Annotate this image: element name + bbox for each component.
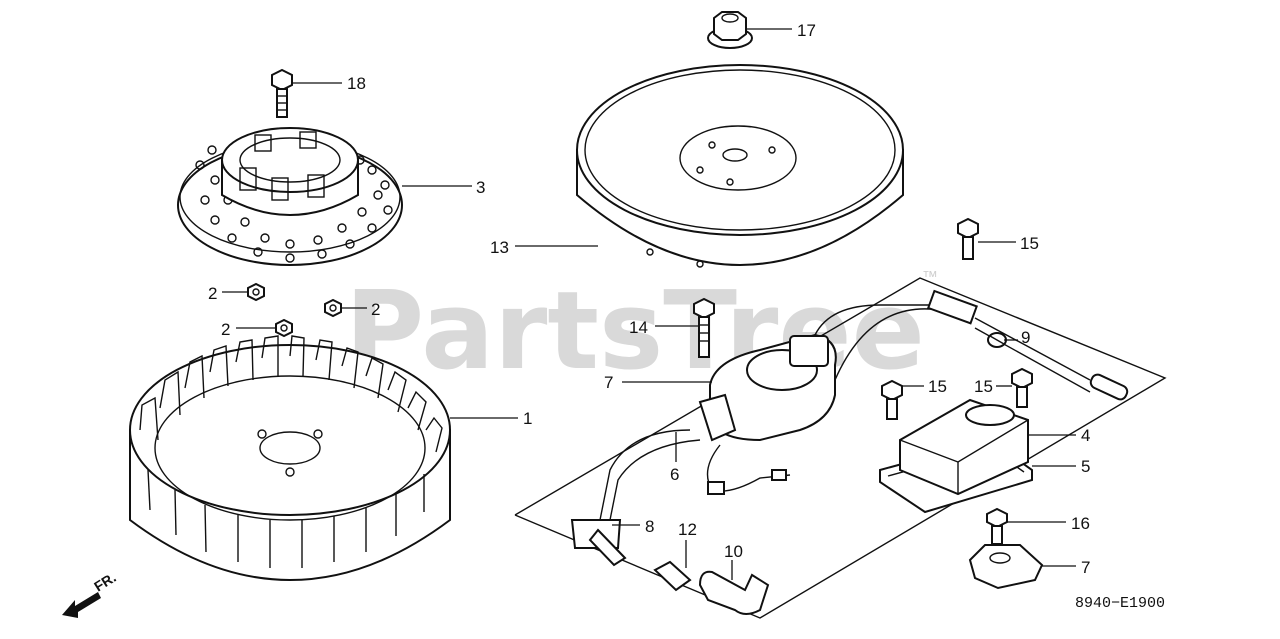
front-indicator-label: FR. bbox=[91, 569, 119, 595]
callout-2b[interactable]: 2 bbox=[371, 300, 380, 319]
callout-labels: 18 3 2 2 2 1 17 13 15 14 9 7 15 15 4 5 6… bbox=[208, 21, 1090, 577]
nut-2a[interactable] bbox=[247, 282, 265, 302]
bolt-18[interactable] bbox=[271, 68, 293, 118]
bolt-14[interactable] bbox=[693, 297, 715, 358]
front-arrow-icon: FR. bbox=[62, 569, 119, 618]
plug-boot-11[interactable] bbox=[698, 570, 770, 615]
starter-pulley-3[interactable] bbox=[177, 127, 403, 266]
nut-2c[interactable] bbox=[275, 318, 293, 338]
callout-8[interactable]: 7 bbox=[604, 373, 613, 392]
bolt-15b[interactable] bbox=[881, 379, 903, 420]
callout-10[interactable]: 9 bbox=[1021, 328, 1030, 347]
watermark-trademark: ™ bbox=[922, 269, 938, 286]
callout-9[interactable]: 8 bbox=[645, 517, 654, 536]
cover-4[interactable] bbox=[899, 398, 1029, 496]
callout-1[interactable]: 1 bbox=[523, 409, 532, 428]
callout-17[interactable]: 17 bbox=[797, 21, 816, 40]
callout-11[interactable]: 10 bbox=[724, 542, 743, 561]
callout-6[interactable]: 6 bbox=[670, 465, 679, 484]
switch-7[interactable] bbox=[968, 544, 1044, 590]
callout-4[interactable]: 4 bbox=[1081, 426, 1090, 445]
flywheel-13[interactable] bbox=[576, 64, 904, 268]
callout-15a[interactable]: 15 bbox=[1020, 234, 1039, 253]
callout-16[interactable]: 16 bbox=[1071, 514, 1090, 533]
plug-cap-9[interactable] bbox=[570, 519, 627, 567]
callout-13[interactable]: 13 bbox=[490, 238, 509, 257]
callout-12[interactable]: 12 bbox=[678, 520, 697, 539]
callout-14[interactable]: 14 bbox=[629, 318, 648, 337]
nut-2b[interactable] bbox=[324, 298, 342, 318]
cooling-fan-1[interactable] bbox=[129, 335, 451, 581]
bolt-15c[interactable] bbox=[1011, 367, 1033, 408]
callout-7[interactable]: 7 bbox=[1081, 558, 1090, 577]
callout-5[interactable]: 5 bbox=[1081, 457, 1090, 476]
diagram-code: 8940−E1900 bbox=[1075, 595, 1165, 612]
callout-15b[interactable]: 15 bbox=[928, 377, 947, 396]
callout-18[interactable]: 18 bbox=[347, 74, 366, 93]
bolt-16[interactable] bbox=[986, 507, 1008, 545]
nut-17[interactable] bbox=[707, 11, 753, 49]
callout-2a[interactable]: 2 bbox=[208, 284, 217, 303]
bolt-15a[interactable] bbox=[957, 217, 979, 260]
leader-lines bbox=[222, 28, 1076, 580]
clip-10[interactable] bbox=[987, 332, 1007, 348]
plug-12[interactable] bbox=[653, 560, 692, 592]
ignition-coil-group bbox=[514, 277, 1167, 619]
callout-15c[interactable]: 15 bbox=[974, 377, 993, 396]
callout-2c[interactable]: 2 bbox=[221, 320, 230, 339]
callout-3[interactable]: 3 bbox=[476, 178, 485, 197]
